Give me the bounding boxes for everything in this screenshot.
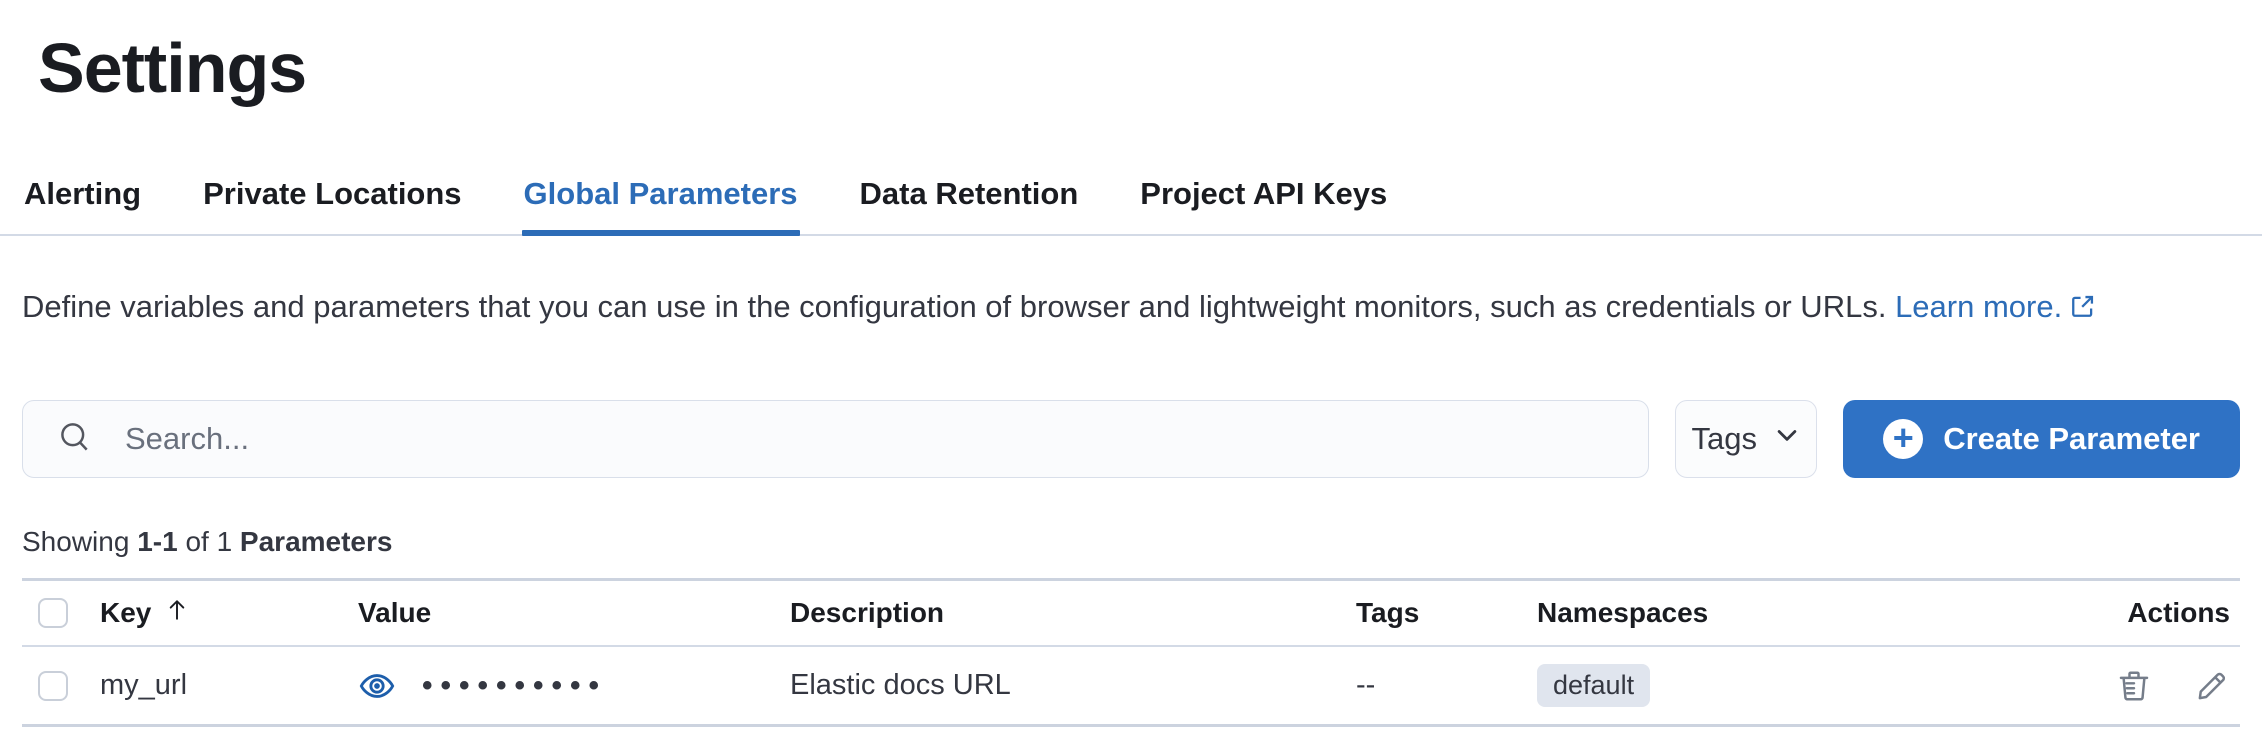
parameters-toolbar: Tags + Create Parameter bbox=[22, 400, 2240, 478]
column-header-description[interactable]: Description bbox=[790, 597, 945, 628]
page-description: Define variables and parameters that you… bbox=[22, 282, 2192, 334]
create-parameter-button[interactable]: + Create Parameter bbox=[1843, 400, 2240, 478]
delete-icon[interactable] bbox=[2116, 668, 2152, 704]
create-parameter-label: Create Parameter bbox=[1943, 421, 2200, 456]
learn-more-link[interactable]: Learn more. bbox=[1895, 289, 2096, 324]
search-box[interactable] bbox=[22, 400, 1650, 478]
edit-icon[interactable] bbox=[2194, 668, 2230, 704]
value-cell: •••••••••• bbox=[358, 667, 790, 705]
tags-filter-button[interactable]: Tags bbox=[1675, 400, 1818, 478]
search-input[interactable] bbox=[125, 421, 1625, 457]
table-row: my_url •••••••••• Elastic docs URL -- de… bbox=[22, 647, 2240, 727]
row-select-cell bbox=[22, 670, 100, 701]
results-range: 1-1 bbox=[137, 526, 178, 557]
sort-ascending-icon bbox=[163, 596, 191, 631]
plus-in-circle-icon: + bbox=[1883, 417, 1924, 459]
table-header-row: Key Value Description Tags Namespaces Ac… bbox=[22, 581, 2240, 647]
description-text: Define variables and parameters that you… bbox=[22, 289, 1887, 324]
tab-private-locations[interactable]: Private Locations bbox=[203, 176, 462, 211]
page-title: Settings bbox=[38, 29, 307, 107]
parameters-table: Key Value Description Tags Namespaces Ac… bbox=[22, 578, 2240, 727]
key-cell: my_url bbox=[100, 669, 188, 701]
description-cell: Elastic docs URL bbox=[790, 669, 1011, 701]
column-header-namespaces[interactable]: Namespaces bbox=[1537, 597, 1709, 628]
search-icon bbox=[57, 419, 93, 460]
masked-value: •••••••••• bbox=[422, 668, 608, 702]
column-header-actions: Actions bbox=[2127, 597, 2230, 628]
results-entity: Parameters bbox=[239, 526, 393, 557]
select-all-checkbox[interactable] bbox=[38, 598, 68, 628]
column-header-value[interactable]: Value bbox=[358, 597, 432, 628]
column-header-tags[interactable]: Tags bbox=[1356, 597, 1420, 628]
column-header-key[interactable]: Key bbox=[100, 596, 358, 631]
actions-cell bbox=[1800, 668, 2240, 704]
settings-tabs: Alerting Private Locations Global Parame… bbox=[0, 170, 2262, 236]
tags-cell: -- bbox=[1356, 669, 1376, 701]
chevron-down-icon bbox=[1773, 421, 1801, 457]
tags-filter-label: Tags bbox=[1691, 421, 1757, 456]
tab-project-api-keys[interactable]: Project API Keys bbox=[1140, 176, 1388, 211]
tab-global-parameters[interactable]: Global Parameters bbox=[521, 170, 800, 236]
namespaces-cell: default bbox=[1537, 664, 1800, 707]
tab-alerting[interactable]: Alerting bbox=[24, 176, 142, 211]
eye-icon[interactable] bbox=[358, 667, 396, 705]
results-summary: Showing 1-1 of 1 Parameters bbox=[22, 526, 393, 557]
row-checkbox[interactable] bbox=[38, 670, 68, 701]
tab-data-retention[interactable]: Data Retention bbox=[859, 176, 1079, 211]
external-link-icon bbox=[2070, 284, 2096, 334]
namespace-badge: default bbox=[1537, 664, 1651, 707]
select-all-cell bbox=[22, 598, 100, 628]
